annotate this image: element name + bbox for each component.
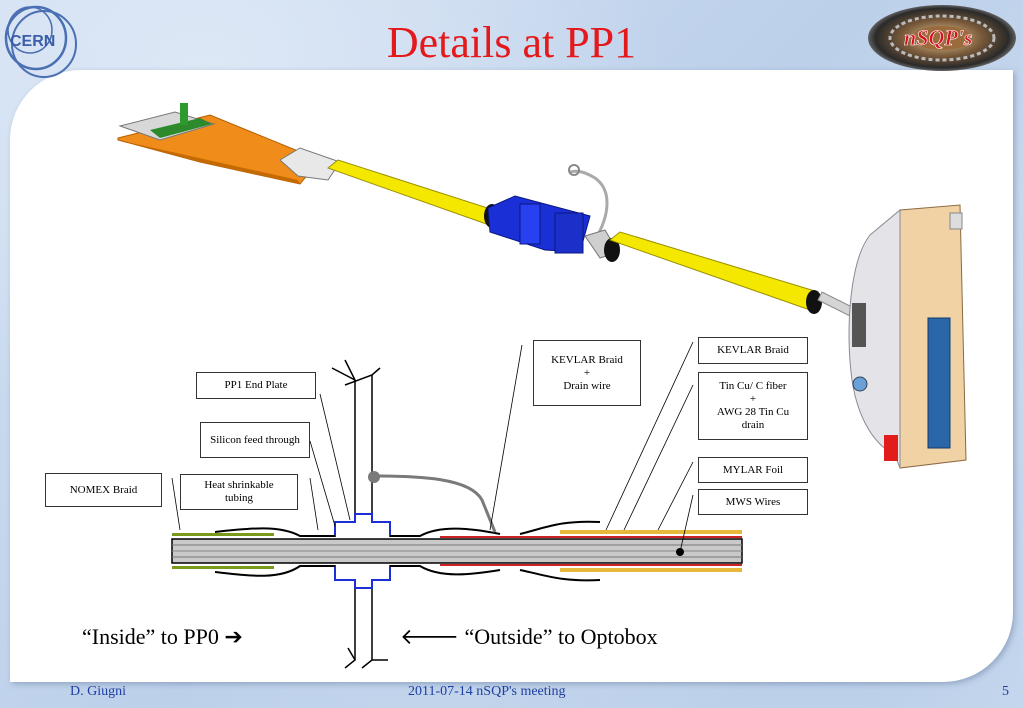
pp1-cross-section: [171, 341, 743, 669]
nsqp-logo: nSQP's: [868, 5, 1016, 71]
slide-title: Details at PP1: [386, 18, 637, 67]
label-pp1-end-plate: PP1 End Plate: [196, 372, 316, 399]
label-heat-shrink: Heat shrinkable tubing: [180, 474, 298, 510]
label-kevlar-braid: KEVLAR Braid: [698, 337, 808, 364]
label-tin-cu: Tin Cu/ C fiber + AWG 28 Tin Cu drain: [698, 372, 808, 440]
label-silicon-feedthrough: Silicon feed through: [200, 422, 310, 458]
inside-to-pp0-label: “Inside” to PP0 ➔: [82, 624, 243, 649]
label-kevlar-drain: KEVLAR Braid + Drain wire: [533, 340, 641, 406]
svg-text:nSQP's: nSQP's: [904, 25, 972, 50]
footer-page-number: 5: [1002, 684, 1009, 699]
outside-to-optobox-label: 🡐 “Outside” to Optobox: [400, 624, 658, 649]
label-nomex-braid: NOMEX Braid: [45, 473, 162, 507]
footer-author: D. Giugni: [70, 684, 126, 699]
footer-meeting: 2011-07-14 nSQP's meeting: [408, 684, 566, 699]
content-panel: [10, 70, 1013, 682]
label-mws-wires: MWS Wires: [698, 489, 808, 515]
cern-logo: CERN: [4, 5, 77, 78]
svg-text:CERN: CERN: [10, 33, 55, 50]
pp1-3d-render: [117, 103, 967, 469]
label-mylar-foil: MYLAR Foil: [698, 457, 808, 483]
